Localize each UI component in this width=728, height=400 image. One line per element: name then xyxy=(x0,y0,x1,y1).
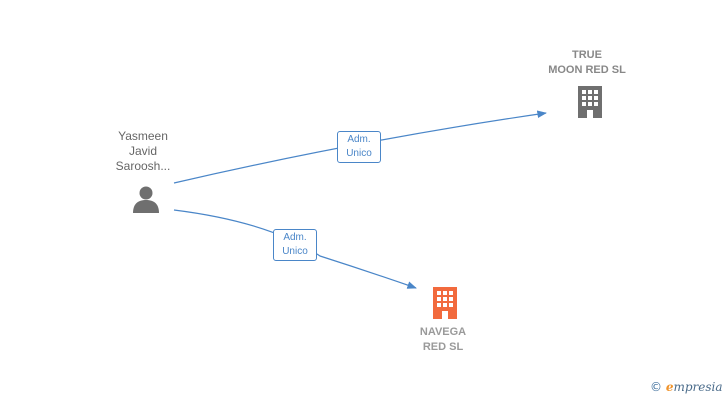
building-icon-highlighted[interactable] xyxy=(429,285,461,319)
building-icon[interactable] xyxy=(574,84,606,118)
company-true-moon-label[interactable]: TRUE MOON RED SL xyxy=(548,49,626,76)
copyright-icon: © xyxy=(650,380,662,394)
edge-label-adm-unico-top[interactable]: Adm. Unico xyxy=(337,131,381,163)
edge-label-adm-unico-bottom[interactable]: Adm. Unico xyxy=(273,229,317,261)
company-navega-label[interactable]: NAVEGA RED SL xyxy=(419,326,467,353)
brand-e: e xyxy=(665,380,674,394)
brand-name: mpresia xyxy=(673,380,723,394)
empresia-logo: © empresia xyxy=(650,380,723,394)
edge-person-to-navega[interactable] xyxy=(173,209,417,289)
person-icon[interactable] xyxy=(131,184,161,214)
person-name-label[interactable]: Yasmeen Javid Saroosh... xyxy=(115,129,171,173)
